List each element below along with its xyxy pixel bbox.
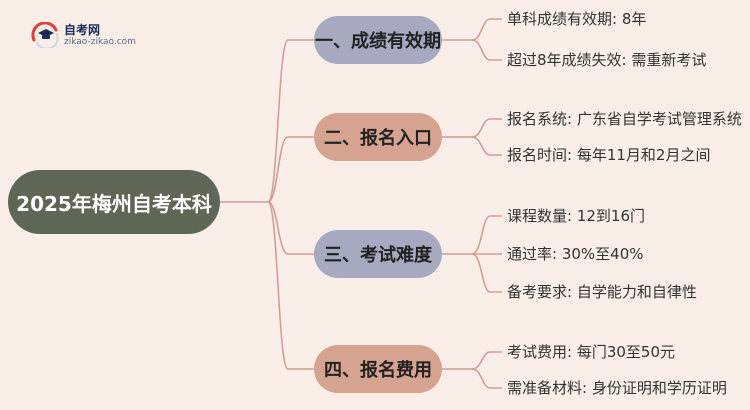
logo-name: 自考网 [64,22,101,37]
leaf-item: 报名系统: 广东省自学考试管理系统 [507,110,742,128]
root-topic: 2025年梅州自考本科 [8,170,220,234]
graduation-cap-icon [31,22,59,48]
logo: 自考网 zikao-zikao.com [30,22,136,48]
branch-difficulty: 三、考试难度 [314,230,442,278]
leaf-item: 课程数量: 12到16门 [507,207,645,225]
branch-registration: 二、报名入口 [314,113,442,161]
leaf-item: 考试费用: 每门30至50元 [507,343,675,361]
logo-url: zikao-zikao.com [64,36,136,47]
branch-fees: 四、报名费用 [314,345,442,393]
leaf-item: 单科成绩有效期: 8年 [507,10,647,28]
branch-validity: 一、成绩有效期 [314,16,442,64]
leaf-item: 报名时间: 每年11月和2月之间 [507,146,711,164]
leaf-item: 需准备材料: 身份证明和学历证明 [507,379,727,397]
leaf-item: 备考要求: 自学能力和自律性 [507,283,697,301]
leaf-item: 超过8年成绩失效: 需重新考试 [507,51,707,69]
leaf-item: 通过率: 30%至40% [507,245,644,263]
